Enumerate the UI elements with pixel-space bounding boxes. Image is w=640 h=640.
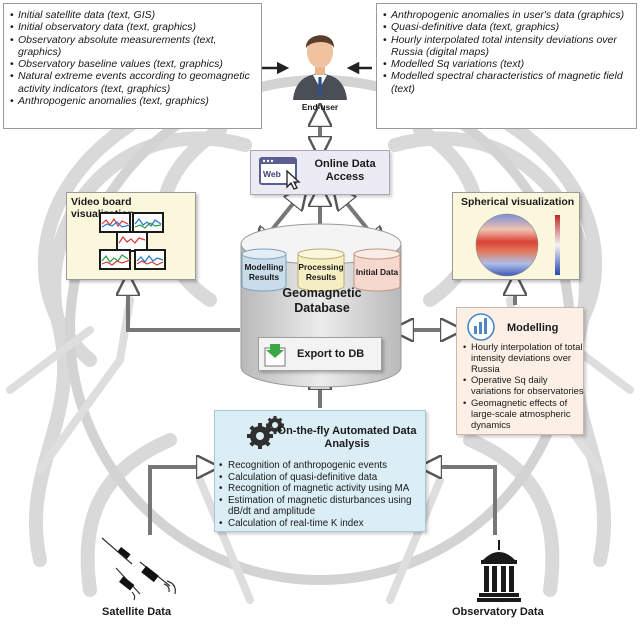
cylinder-initial-data: Initial Data [352, 248, 402, 292]
list-item: Modelled Sq variations (text) [383, 58, 630, 71]
online-data-access[interactable]: Web Online Data Access [250, 150, 390, 195]
list-item: Initial observatory data (text, graphics… [10, 21, 255, 34]
cylinder-label: Processing Results [298, 262, 344, 282]
list-item: Modelled spectral characteristics of mag… [383, 70, 630, 95]
gears-icon: ... [247, 416, 284, 449]
observatory-label: Observatory Data [452, 606, 544, 618]
list-item: Anthropogenic anomalies in user's data (… [383, 9, 630, 22]
spherical-title: Spherical visualization [461, 196, 575, 208]
modelling-panel: Modelling Hourly interpolation of total … [456, 307, 584, 435]
modelling-chart-icon [467, 313, 495, 341]
download-icon [264, 344, 286, 367]
list-item: Anthropogenic anomalies (text, graphics) [10, 95, 255, 108]
sphere-icon [475, 213, 560, 277]
list-item: Hourly interpolated total intensity devi… [383, 34, 630, 59]
list-item: Calculation of quasi-definitive data [219, 472, 427, 483]
satellite-icon [101, 537, 176, 601]
list-item: Initial satellite data (text, GIS) [10, 9, 255, 22]
cylinder-icon [241, 248, 287, 292]
list-item: Observatory baseline values (text, graph… [10, 58, 255, 71]
end-user: End-user [285, 22, 355, 112]
list-item: Hourly interpolation of total intensity … [463, 341, 587, 374]
svg-text:...: ... [271, 424, 276, 430]
cylinder-processing-results: Processing Results [296, 248, 346, 292]
web-label: Web [263, 169, 281, 179]
cylinder-label: Initial Data [355, 267, 399, 277]
list-item: Natural extreme events according to geom… [10, 70, 255, 95]
cylinder-icon [297, 248, 345, 292]
satellite-label: Satellite Data [102, 606, 172, 618]
list-item: Geomagnetic effects of large-scale atmos… [463, 397, 587, 430]
list-item: Observatory absolute measurements (text,… [10, 34, 255, 59]
database-title: Geomagnetic Database [282, 286, 362, 315]
spherical-panel: Spherical visualization [452, 192, 580, 280]
analysis-title: On-the-fly Automated Data Analysis [277, 425, 417, 450]
export-title: Export to DB [297, 348, 365, 360]
list-item: Operative Sq daily variations for observ… [463, 375, 587, 397]
analysis-panel: ... On-the-fly Automated Data Analysis R… [214, 410, 426, 532]
initial-data-list: Initial satellite data (text, GIS) Initi… [3, 3, 262, 129]
video-board-panel: Video board visualization [66, 192, 196, 280]
list-item: Quasi-definitive data (text, graphics) [383, 21, 630, 34]
list-item: Calculation of real-time K index [219, 518, 427, 529]
list-item: Recognition of anthropogenic events [219, 460, 427, 471]
cylinder-modelling-results: Modelling Results [240, 248, 288, 292]
export-to-db[interactable]: Export to DB [258, 337, 382, 371]
modelling-title: Modelling [507, 322, 559, 334]
list-item: Recognition of magnetic activity using M… [219, 483, 427, 494]
output-data-list: Anthropogenic anomalies in user's data (… [376, 3, 637, 129]
online-access-title: Online Data Access [314, 158, 376, 183]
end-user-label: End-user [301, 102, 339, 112]
cylinder-icon [353, 248, 401, 292]
web-browser-icon [259, 157, 301, 190]
observatory-icon [477, 540, 521, 602]
list-item: Estimation of magnetic disturbances usin… [219, 495, 427, 517]
monitor-wall-icon [99, 212, 166, 270]
person-icon [293, 35, 347, 100]
cylinder-label: Modelling Results [244, 262, 284, 282]
